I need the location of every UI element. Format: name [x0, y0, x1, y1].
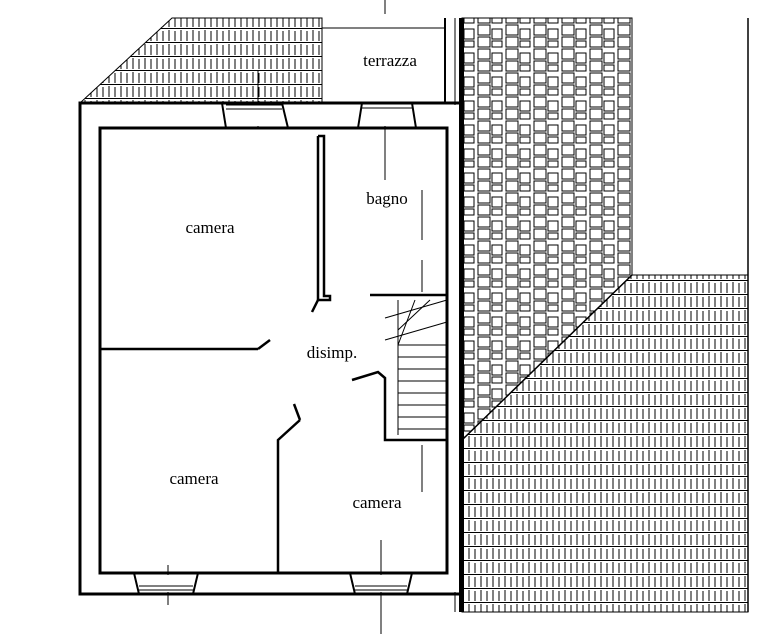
room-label-terrazza: terrazza	[363, 51, 417, 70]
staircase	[384, 299, 448, 435]
window-top-bagno	[334, 102, 447, 129]
room-label-disimpegno: disimp.	[307, 343, 358, 362]
room-label-camera-top-left: camera	[185, 218, 235, 237]
window-top-left	[221, 102, 289, 129]
room-label-bagno: bagno	[366, 189, 408, 208]
window-bottom-left	[100, 572, 278, 595]
roof-top-left	[78, 17, 323, 104]
room-label-camera-bottom-left: camera	[169, 469, 219, 488]
interior-walls	[100, 126, 447, 573]
room-label-camera-bottom-right: camera	[352, 493, 402, 512]
window-bottom-right	[284, 572, 447, 595]
